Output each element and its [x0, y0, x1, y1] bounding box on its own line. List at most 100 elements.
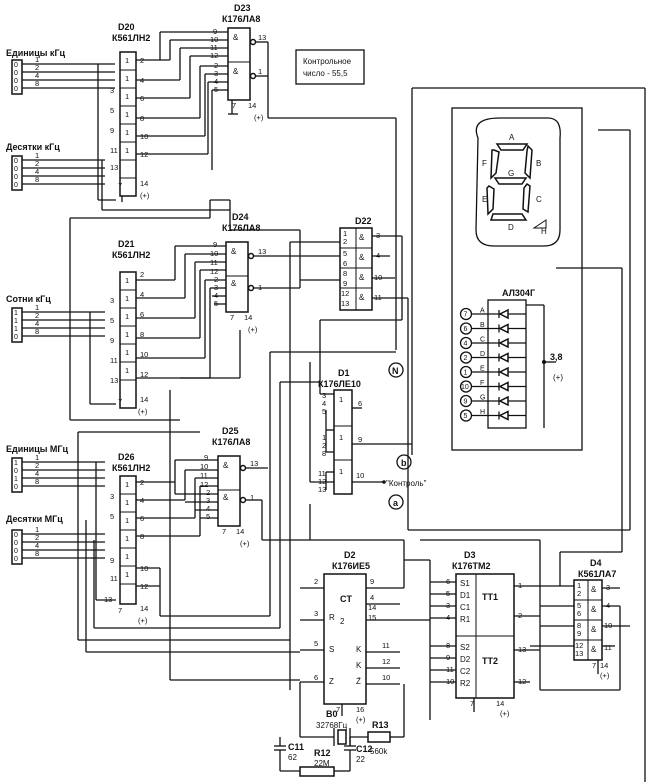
svg-text:2: 2	[206, 488, 210, 497]
display-segment-label: D	[480, 351, 485, 358]
input-label-units-khz: Единицы кГц	[6, 48, 66, 58]
r12-ref: R12	[314, 748, 331, 758]
svg-text:14: 14	[368, 603, 376, 612]
d3-d2: D2	[460, 655, 471, 664]
display-pin-label: 7	[464, 312, 468, 319]
svg-text:1: 1	[339, 433, 343, 442]
node-b: b	[396, 454, 412, 470]
svg-text:0: 0	[14, 86, 18, 93]
svg-text:8: 8	[343, 269, 347, 278]
svg-text:9: 9	[213, 240, 217, 249]
display-led-row: 10F	[459, 380, 526, 393]
svg-text:1: 1	[14, 318, 18, 325]
svg-text:15: 15	[368, 613, 376, 622]
svg-text:14: 14	[236, 527, 244, 536]
svg-text:1: 1	[125, 348, 129, 357]
d2-s: S	[329, 645, 334, 654]
d2-r: R	[329, 613, 335, 622]
chip-d3: D3 К176ТМ2 S1 D1 C1 R1 S2 D2 C2 R2 TT1 T…	[429, 550, 550, 720]
svg-text:1: 1	[577, 581, 581, 590]
svg-text:10: 10	[382, 673, 390, 682]
svg-text:7: 7	[230, 313, 234, 322]
d3-s2: S2	[460, 643, 470, 652]
svg-text:&: &	[591, 605, 597, 614]
svg-text:E: E	[482, 195, 487, 204]
svg-text:&: &	[223, 493, 229, 502]
control-note-line1: Контрольное	[303, 57, 352, 66]
svg-text:8: 8	[35, 549, 39, 558]
svg-text:8: 8	[35, 79, 39, 88]
led-diode-icon	[498, 410, 509, 421]
r12-value: 22M	[314, 759, 330, 768]
svg-text:&: &	[359, 253, 365, 262]
led-diode-icon	[498, 395, 509, 407]
svg-text:1: 1	[258, 67, 262, 76]
svg-text:&: &	[359, 293, 365, 302]
display-pin-label: 4	[464, 341, 468, 348]
svg-text:5: 5	[110, 512, 114, 521]
svg-text:0: 0	[14, 484, 18, 491]
svg-text:0: 0	[14, 548, 18, 555]
svg-text:&: &	[591, 585, 597, 594]
chip-part: К561ЛН2	[112, 250, 150, 260]
svg-text:3: 3	[322, 391, 326, 400]
chip-ref: D22	[355, 216, 372, 226]
svg-text:0: 0	[14, 78, 18, 85]
svg-text:11: 11	[110, 356, 118, 365]
chip-part: К176ЛА8	[222, 223, 260, 233]
svg-text:11: 11	[318, 469, 326, 478]
svg-text:4: 4	[35, 71, 39, 80]
node-b-label: b	[401, 458, 407, 468]
svg-text:1: 1	[339, 467, 343, 476]
pin-marker	[459, 409, 473, 422]
svg-text:9: 9	[358, 435, 362, 444]
svg-text:11: 11	[382, 641, 390, 650]
svg-text:13: 13	[110, 376, 118, 385]
svg-text:1: 1	[125, 330, 129, 339]
chip-ref: D25	[222, 426, 239, 436]
c12-value: 22	[356, 755, 365, 764]
svg-text:9: 9	[343, 279, 347, 288]
display-led-row: 5H	[459, 409, 526, 422]
display-panel: AB CD EF G H АЛ304Г 3,8 (+)	[451, 107, 583, 451]
svg-text:&: &	[591, 645, 597, 654]
d2-k2: K	[356, 661, 362, 670]
svg-text:1: 1	[35, 303, 39, 312]
svg-text:13: 13	[110, 163, 118, 172]
svg-text:1: 1	[35, 151, 39, 160]
svg-text:12: 12	[575, 641, 583, 650]
svg-text:0: 0	[14, 334, 18, 341]
svg-text:4: 4	[140, 290, 144, 299]
chip-ref: D20	[118, 22, 135, 32]
svg-text:11: 11	[110, 574, 118, 583]
chip-ref: D23	[234, 3, 251, 13]
control-number-box: Контрольное число - 55,5	[295, 49, 365, 85]
svg-text:8: 8	[35, 477, 39, 486]
svg-text:14: 14	[140, 395, 148, 404]
power-plus: (+)	[240, 539, 250, 548]
d3-s1: S1	[460, 579, 470, 588]
svg-text:&: &	[359, 273, 365, 282]
chip-part: К176ЛА8	[222, 14, 260, 24]
svg-text:5: 5	[577, 601, 581, 610]
svg-text:H: H	[541, 227, 547, 236]
svg-text:13: 13	[341, 299, 349, 308]
input-label-tens-mhz: Десятки МГц	[6, 514, 63, 524]
display-part: АЛ304Г	[502, 288, 535, 298]
led-diode-icon	[498, 381, 509, 392]
display-segment-label: F	[480, 380, 484, 387]
display-common-plus: (+)	[553, 373, 563, 382]
svg-text:7: 7	[232, 101, 236, 110]
d3-r2: R2	[460, 679, 471, 688]
display-segment-label: E	[480, 366, 485, 373]
svg-text:7: 7	[118, 606, 122, 615]
svg-text:&: &	[233, 33, 239, 42]
svg-text:0: 0	[14, 532, 18, 539]
chip-part: К561ЛА7	[578, 569, 616, 579]
svg-text:1: 1	[125, 366, 129, 375]
svg-text:1: 1	[35, 55, 39, 64]
svg-text:2: 2	[140, 270, 144, 279]
